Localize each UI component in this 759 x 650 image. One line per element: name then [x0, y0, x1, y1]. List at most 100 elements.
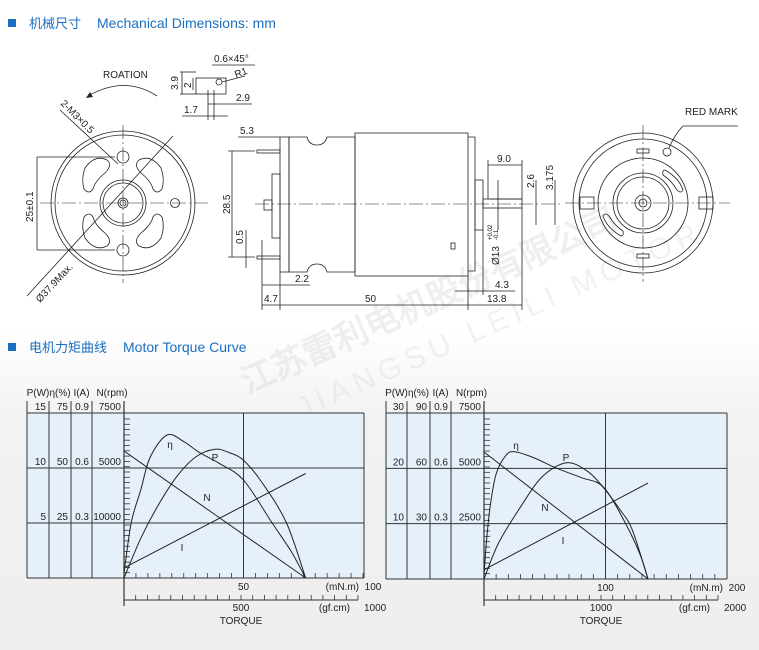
dim-hole-spacing: 25±0.1 — [25, 191, 36, 222]
section-header-torque: 电机力矩曲线 Motor Torque Curve — [8, 337, 246, 356]
rotation-arrow-icon — [87, 85, 158, 97]
x-tick-label: 100 — [365, 582, 382, 593]
y-axis-header: P(W) — [27, 388, 50, 399]
y-tick-label: 60 — [416, 457, 428, 468]
y-tick-label: 50 — [57, 457, 69, 468]
series-label-P: P — [563, 453, 570, 464]
x-tick-label: 200 — [729, 583, 746, 594]
y-axis-header: P(W) — [385, 388, 408, 399]
series-line-I — [483, 482, 649, 571]
y-tick-label: 10 — [393, 513, 405, 524]
y-tick-label: 0.9 — [434, 402, 448, 413]
section-header-mechanical: 机械尺寸 Mechanical Dimensions: mm — [8, 13, 276, 32]
series-line-I — [123, 473, 306, 569]
series-line-eta — [123, 433, 307, 579]
x-unit-label: (mN.m) — [326, 582, 359, 593]
dim-shaft-diameter: 3.175 — [545, 165, 556, 190]
series-line-N — [123, 450, 306, 579]
y-tick-label: 2500 — [459, 513, 482, 524]
dim-terminal-spacing: 28.5 — [222, 194, 233, 214]
bullet-square-icon — [8, 18, 16, 27]
dim-flat-height: 2.6 — [526, 174, 537, 188]
y-tick-label: 0.6 — [75, 457, 89, 468]
y-axis-header: N(rpm) — [456, 388, 487, 399]
x-axis-title: TORQUE — [220, 616, 263, 627]
x2-tick-label: 500 — [233, 603, 250, 614]
y-tick-label: 10000 — [93, 512, 121, 523]
y-tick-label: 7500 — [99, 402, 122, 413]
dim-boss-tol-minus: -0.1 — [494, 229, 500, 240]
dim-flat-length: 9.0 — [497, 154, 511, 165]
dim-chamfer: 0.6×45° — [214, 54, 249, 65]
dim-terminal: 5.3 — [240, 126, 254, 137]
section-title-en: Mechanical Dimensions: mm — [97, 14, 276, 31]
y-axis-header: N(rpm) — [96, 388, 127, 399]
dim-rear-length: 4.7 — [264, 294, 278, 305]
series-line-N — [483, 451, 649, 580]
dim-width: 1.7 — [184, 105, 198, 116]
y-tick-label: 30 — [416, 513, 428, 524]
dim-terminal-thickness: 0.5 — [235, 230, 246, 244]
section-title-en: Motor Torque Curve — [123, 338, 247, 355]
rear-view: RED MARK — [565, 107, 738, 282]
dim-shaft-length: 13.8 — [487, 294, 507, 305]
x2-unit-label: (gf.cm) — [319, 603, 350, 614]
dim-body-length: 50 — [365, 294, 377, 305]
y-tick-label: 25 — [57, 512, 69, 523]
plot-area — [386, 413, 727, 579]
y-tick-label: 0.3 — [75, 512, 89, 523]
dim-boss-tol-plus: +0.02 — [488, 224, 494, 240]
red-mark-label: RED MARK — [685, 107, 738, 118]
series-label-I: I — [181, 543, 184, 554]
bullet-square-icon — [8, 342, 16, 351]
dim-screw: 2-M3×0.5 — [58, 98, 96, 136]
series-label-I: I — [562, 536, 565, 547]
y-tick-label: 75 — [57, 402, 69, 413]
y-axis-header: η(%) — [408, 388, 429, 399]
x2-unit-label: (gf.cm) — [679, 603, 710, 614]
x-tick-label: 50 — [238, 582, 250, 593]
y-tick-label: 5000 — [459, 457, 482, 468]
dim-boss-length: 4.3 — [495, 280, 509, 291]
dim-offset: 2.9 — [236, 93, 250, 104]
y-tick-label: 10 — [35, 457, 47, 468]
series-line-P — [483, 462, 649, 580]
y-tick-label: 0.3 — [434, 513, 448, 524]
y-tick-label: 90 — [416, 402, 428, 413]
x-tick-label: 100 — [597, 583, 614, 594]
dim-radius: R1 — [233, 66, 249, 81]
dim-boss-diameter: Ø13 — [491, 246, 502, 265]
x-axis-title: TORQUE — [580, 616, 623, 627]
side-view: 5.3 28.5 0.5 2.2 4.7 50 13.8 4.3 9.0 Ø13… — [222, 126, 560, 310]
y-tick-label: 0.9 — [75, 402, 89, 413]
section-title-cn: 机械尺寸 — [29, 17, 82, 32]
series-label-N: N — [541, 503, 548, 514]
rotation-label: ROATION — [103, 70, 148, 81]
series-label-P: P — [212, 453, 219, 464]
y-tick-label: 15 — [35, 402, 47, 413]
x2-tick-label: 1000 — [364, 603, 387, 614]
y-tick-label: 5000 — [99, 457, 122, 468]
y-axis-header: I(A) — [73, 388, 89, 399]
series-label-eta: η — [513, 441, 519, 452]
x2-tick-label: 2000 — [724, 603, 747, 614]
series-label-N: N — [203, 493, 210, 504]
series-line-P — [123, 448, 307, 579]
x2-tick-label: 1000 — [590, 603, 613, 614]
front-view: ROATION 25±0.1 2-M3×0.5 Ø37.9Max. 3.9 2 — [25, 54, 255, 305]
y-axis-header: I(A) — [432, 388, 448, 399]
y-tick-label: 7500 — [459, 402, 482, 413]
y-tick-label: 20 — [393, 457, 405, 468]
x-unit-label: (mN.m) — [690, 583, 723, 594]
y-tick-label: 5 — [40, 512, 46, 523]
red-mark-icon — [662, 147, 672, 157]
dim-detail-height: 3.9 — [170, 76, 181, 90]
series-line-eta — [483, 451, 649, 580]
series-label-eta: η — [167, 440, 173, 451]
dim-diameter: Ø37.9Max. — [34, 262, 75, 305]
plot-area — [27, 413, 364, 578]
